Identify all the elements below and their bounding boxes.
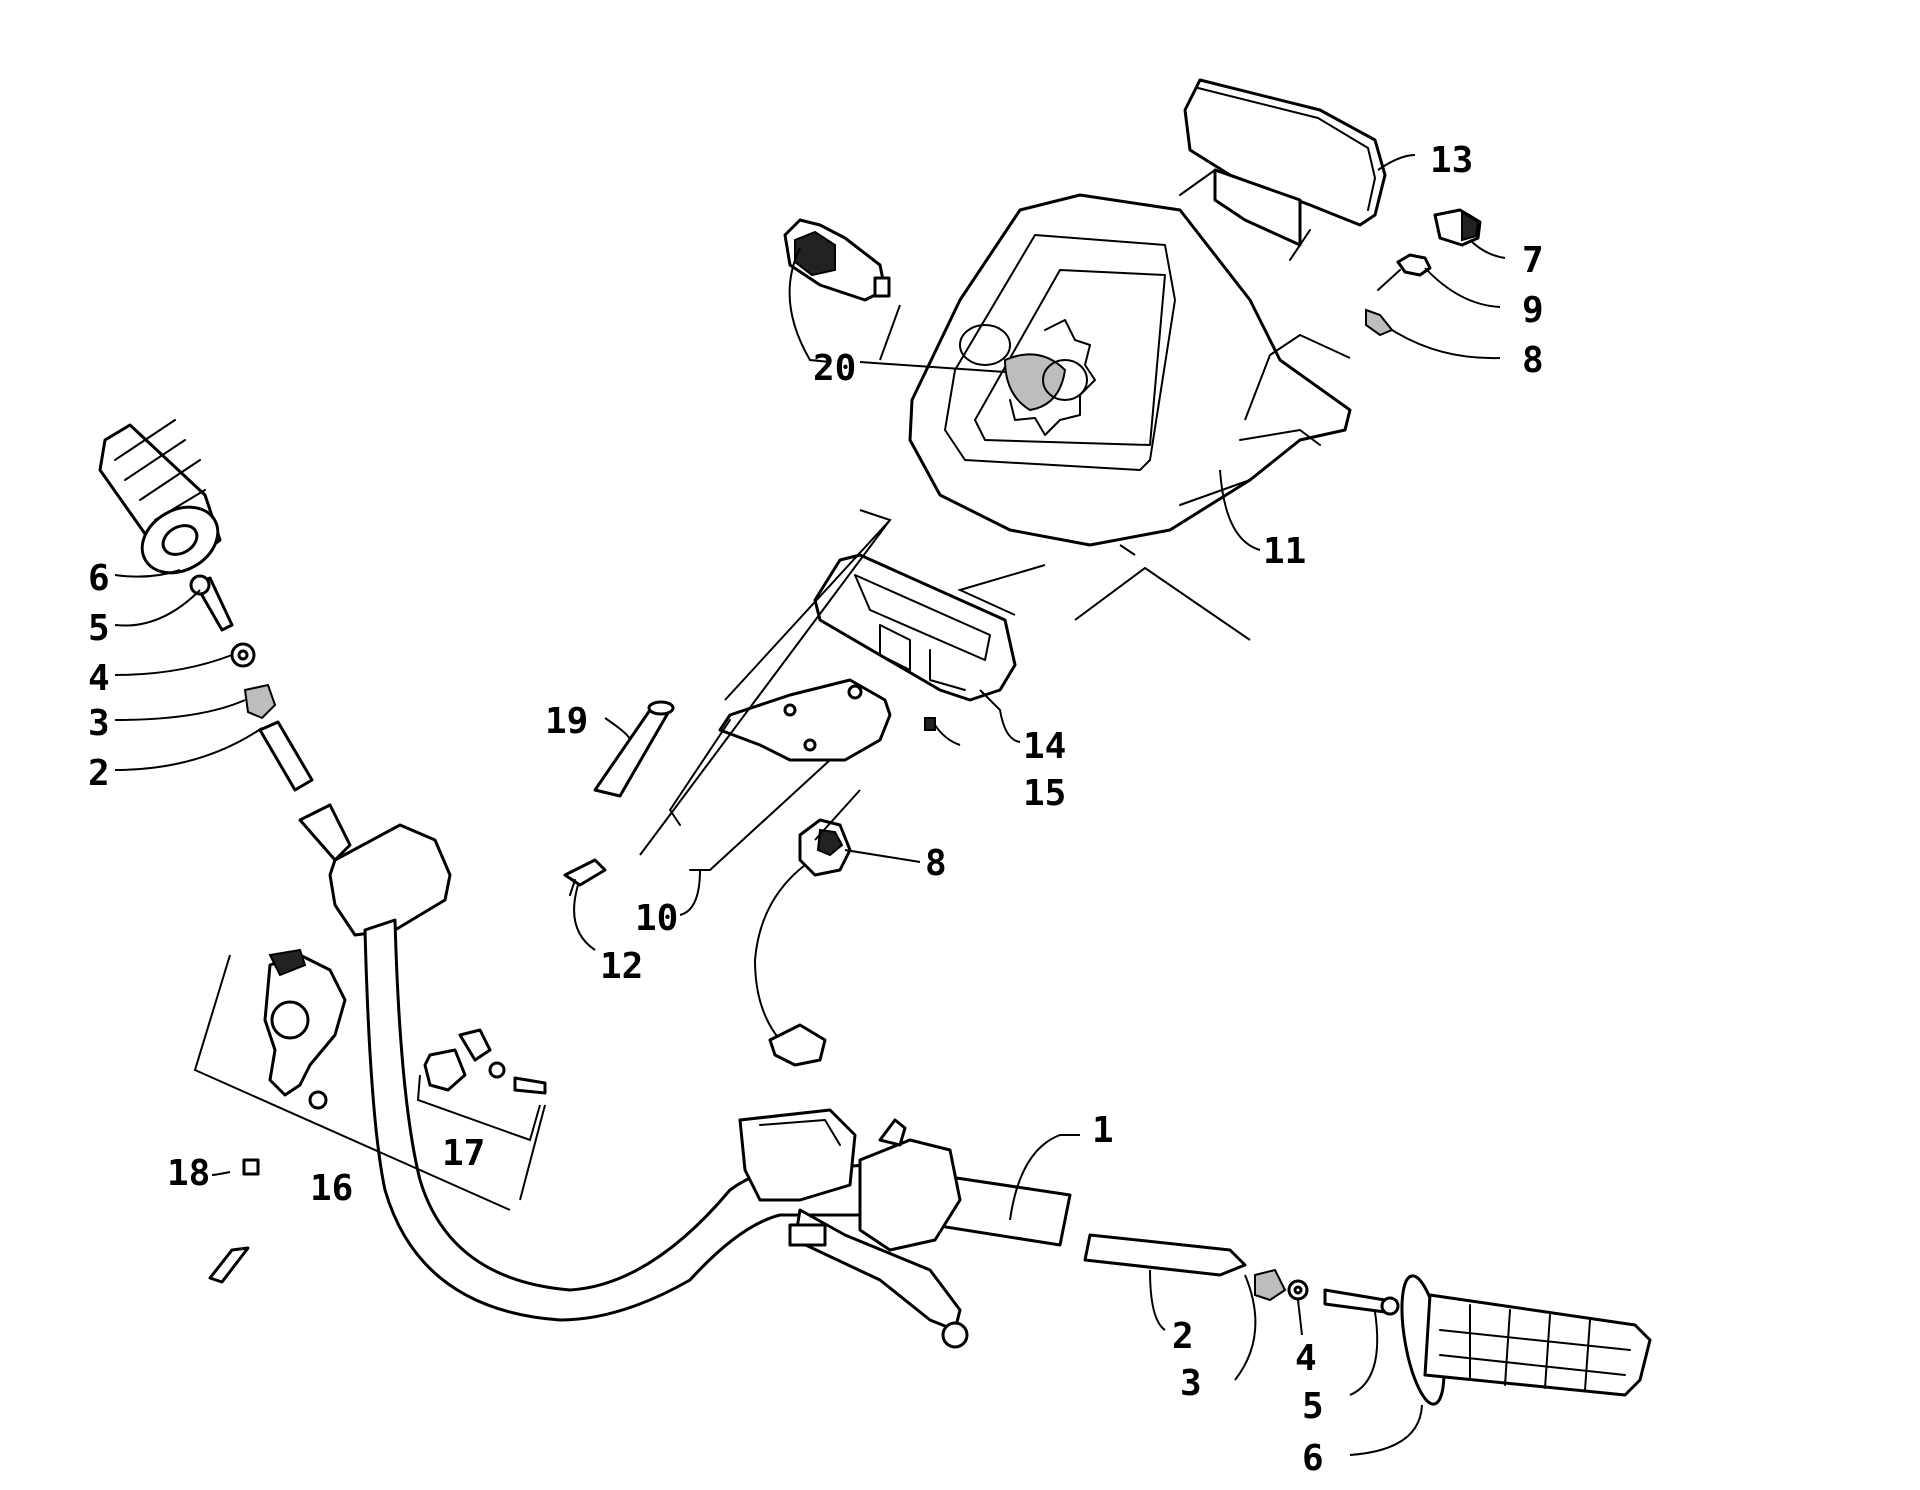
callout-3-right: 3 <box>1180 1363 1202 1404</box>
callout-1: 1 <box>1092 1110 1114 1151</box>
ignition-switch <box>754 818 852 1067</box>
callout-10: 10 <box>635 898 678 939</box>
callout-5-right: 5 <box>1302 1386 1324 1427</box>
handlebar-cover <box>908 193 1352 547</box>
callout-4-right: 4 <box>1295 1338 1317 1379</box>
callout-18: 18 <box>167 1153 210 1194</box>
assembly-lines <box>193 304 1351 1211</box>
bracket-rod <box>593 700 675 798</box>
accessory-socket <box>783 218 1096 436</box>
leader-lines <box>114 154 1506 1456</box>
callout-13: 13 <box>1430 140 1473 181</box>
handlebar-tube <box>363 918 1072 1322</box>
callout-2-left: 2 <box>88 753 110 794</box>
speedometer-gauge <box>1179 78 1387 261</box>
callout-7: 7 <box>1522 240 1544 281</box>
callout-14: 14 <box>1023 726 1066 767</box>
callout-11: 11 <box>1263 531 1306 572</box>
right-end-hardware <box>1083 1233 1400 1316</box>
mounting-bracket <box>669 678 892 871</box>
mount-clamp <box>423 1028 547 1095</box>
right-controls-assembly <box>738 1108 969 1349</box>
callout-16: 16 <box>310 1168 353 1209</box>
left-control-housing <box>263 803 452 1110</box>
left-handgrip <box>98 419 222 575</box>
callout-6-left: 6 <box>88 558 110 599</box>
callout-3-left: 3 <box>88 703 110 744</box>
callout-6-right: 6 <box>1302 1438 1324 1479</box>
callout-20: 20 <box>813 348 856 389</box>
callout-19: 19 <box>545 701 588 742</box>
instrument-bracket-bezel <box>813 553 1017 702</box>
key-switch-parts <box>1365 208 1482 337</box>
wire-connector <box>208 1158 260 1284</box>
callout-17: 17 <box>442 1133 485 1174</box>
left-end-hardware <box>189 574 314 792</box>
right-handgrip <box>1400 1274 1652 1406</box>
callout-12: 12 <box>600 946 643 987</box>
callout-8-switch: 8 <box>925 843 947 884</box>
callout-15: 15 <box>1023 773 1066 814</box>
callout-9: 9 <box>1522 290 1544 331</box>
callout-labels: 13 7 9 8 20 11 6 5 4 3 2 19 14 15 8 10 1… <box>88 140 1544 1479</box>
push-rivet <box>563 858 607 896</box>
callout-8-key: 8 <box>1522 340 1544 381</box>
callout-5-left: 5 <box>88 608 110 649</box>
callout-2-right: 2 <box>1172 1316 1194 1357</box>
callout-4-left: 4 <box>88 658 110 699</box>
mounting-screw <box>924 717 936 731</box>
